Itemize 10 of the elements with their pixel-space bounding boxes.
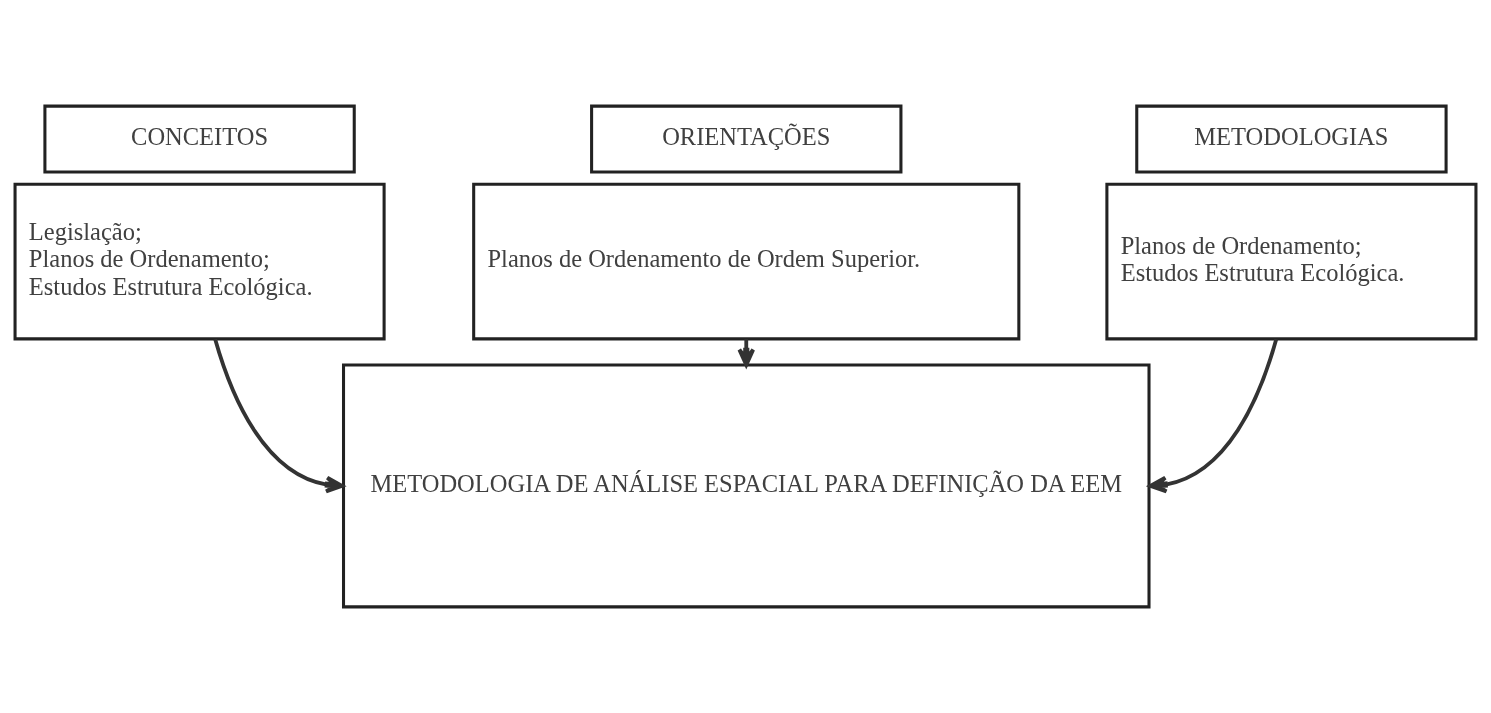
node-box: ORIENTAÇÕES	[590, 104, 903, 174]
arrow	[213, 338, 344, 494]
node-box: CONCEITOS	[43, 104, 356, 174]
node-box: Legislação; Planos de Ordenamento; Estudos Estrutura Ecológica.	[13, 182, 386, 341]
arrow	[737, 339, 756, 367]
node-box: Planos de Ordenamento de Ordem Superior.	[472, 182, 1021, 341]
node-box: Planos de Ordenamento; Estudos Estrutura Ecológica.	[1105, 182, 1478, 341]
node-box: METODOLOGIA DE ANÁLISE ESPACIAL PARA DEFINIÇÃO DA EEM	[342, 363, 1151, 609]
arrow	[1148, 338, 1279, 494]
node-box: METODOLOGIAS	[1135, 104, 1448, 174]
